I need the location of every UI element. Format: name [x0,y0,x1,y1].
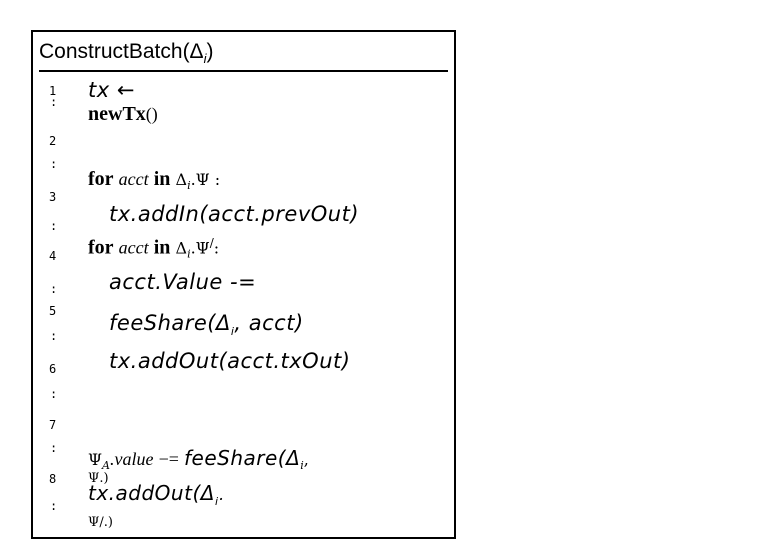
line-colon: : [50,329,58,343]
code-subscript: i [187,247,191,261]
code-subscript: i [230,325,235,339]
code-text: () [145,104,158,124]
code-line-8-cont: Ψ/.) [88,516,113,529]
code-subscript: i [187,179,191,193]
code-text: tx.addIn(acct.prevOut) [109,202,360,226]
line-colon: : [50,282,58,296]
code-keyword: for [88,168,114,190]
code-keyword: in [153,168,171,190]
code-text: tx ← [88,78,135,102]
line-colon: : [50,219,58,233]
code-keyword: for [88,236,114,259]
code-line-3: tx.addIn(acct.prevOut) [109,204,359,225]
code-text: feeShare(Δ [183,446,301,470]
line-colon: : [50,95,58,109]
line-number: 5 [49,304,57,318]
code-text: , acct) [234,311,304,335]
code-keyword: in [153,236,171,259]
code-line-1a: tx ← [88,80,135,101]
line-number: 7 [49,418,57,432]
code-text: tx.addOut(Δ [88,481,215,505]
code-line-2: for acct in Δi.Ψ : [88,169,220,191]
code-symbol: : [213,238,220,258]
line-colon: : [50,499,58,513]
code-subscript: i [300,459,304,473]
code-line-5a: acct.Value -= [109,272,256,293]
title-subscript: i [203,51,207,67]
code-line-7: ΨA.value −= feeShare(Δi, [88,448,309,471]
code-subscript: i [214,495,219,508]
code-symbol: .Ψ : [190,170,221,189]
code-keyword: newTx [88,103,146,125]
code-variable: acct [118,237,149,258]
code-line-1b: newTx() [88,104,158,124]
code-text: acct.Value -= [109,270,257,294]
code-line-5b: feeShare(Δi, acct) [109,311,304,339]
algorithm-title: ConstructBatch(Δi) [39,38,213,73]
code-symbol: Ψ [88,450,103,469]
code-symbol: Δ [175,238,188,258]
title-text: ConstructBatch(Δ [39,40,204,63]
line-colon: : [50,441,58,455]
line-number: 4 [49,249,57,263]
line-number: 6 [49,362,57,376]
code-variable: acct [118,169,149,189]
line-number: 8 [49,472,57,486]
line-number-gutter: 1 : 2 : 3 : 4 : 5 : 6 : 7 : 8 : [33,32,73,537]
code-symbol: . [218,485,225,504]
code-variable: .value [109,449,154,469]
code-line-4: for acct in Δi.Ψ/: [88,237,219,260]
code-operator: −= [158,449,179,469]
code-subscript: A [102,459,110,473]
code-symbol: Ψ.) [88,471,109,486]
code-line-7-cont: Ψ.) [88,472,109,485]
code-symbol: , [303,450,309,469]
line-number: 2 [49,134,57,148]
code-text: feeShare(Δ [109,311,231,335]
line-colon: : [50,387,58,401]
code-symbol: Δ [175,170,188,189]
code-text: tx.addOut(acct.txOut) [109,349,351,373]
code-symbol: .Ψ [190,238,210,258]
line-number: 3 [49,190,57,204]
code-line-8: tx.addOut(Δi. [88,483,224,507]
code-symbol: Ψ/.) [88,515,113,530]
title-close: ) [206,40,214,63]
algorithm-box: ConstructBatch(Δi) 1 : 2 : 3 : 4 : 5 : 6… [31,30,456,539]
title-divider [39,70,448,72]
line-colon: : [50,157,58,171]
code-superscript: / [209,236,214,250]
line-number: 1 [49,84,57,98]
code-line-6: tx.addOut(acct.txOut) [109,351,350,372]
